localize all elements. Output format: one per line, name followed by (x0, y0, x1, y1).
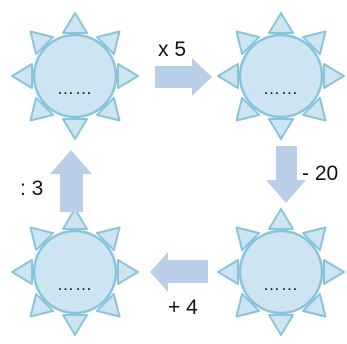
sun-ray (62, 208, 88, 230)
sun-blank-label: …… (263, 275, 299, 294)
sun-ray (117, 63, 139, 89)
sun-top-right: …… (217, 12, 345, 140)
sun-ray (95, 30, 121, 56)
sun-blank-label: …… (57, 79, 93, 98)
sun-ray (235, 96, 261, 122)
sun-disc (32, 229, 118, 315)
sun-ray (62, 118, 88, 140)
sun-disc (238, 33, 324, 119)
sun-ray (29, 96, 55, 122)
sun-bottom-left: …… (11, 208, 139, 336)
sun-ray (268, 118, 294, 140)
sun-disc (238, 229, 324, 315)
sun-ray (301, 226, 327, 252)
sun-ray (235, 226, 261, 252)
sun-ray (301, 96, 327, 122)
sun-ray (11, 259, 33, 285)
sun-ray (29, 226, 55, 252)
sun-ray (235, 292, 261, 318)
sun-blank-label: …… (263, 79, 299, 98)
sun-blank-label: …… (57, 275, 93, 294)
sun-ray (217, 63, 239, 89)
sun-ray (62, 314, 88, 336)
sun-ray (29, 30, 55, 56)
operation-label-left: : 3 (20, 177, 43, 200)
sun-ray (268, 208, 294, 230)
sun-ray (323, 63, 345, 89)
operation-label-bottom: + 4 (168, 296, 198, 319)
sun-ray (301, 30, 327, 56)
sun-ray (117, 259, 139, 285)
sun-bottom-right: …… (217, 208, 345, 336)
arrow-left (150, 252, 208, 292)
sun-ray (268, 12, 294, 34)
sun-ray (11, 63, 33, 89)
sun-ray (29, 292, 55, 318)
sun-top-left: …… (11, 12, 139, 140)
operation-label-top: x 5 (158, 38, 186, 61)
sun-ray (301, 292, 327, 318)
sun-disc (32, 33, 118, 119)
arrow-up (50, 150, 92, 212)
sun-ray (62, 12, 88, 34)
sun-ray (95, 292, 121, 318)
operation-label-right: - 20 (302, 162, 338, 185)
sun-ray (235, 30, 261, 56)
sun-ray (217, 259, 239, 285)
sun-ray (323, 259, 345, 285)
arrow-down (266, 146, 306, 203)
arrow-right (155, 58, 212, 96)
sun-ray (268, 314, 294, 336)
sun-ray (95, 226, 121, 252)
sun-ray (95, 96, 121, 122)
